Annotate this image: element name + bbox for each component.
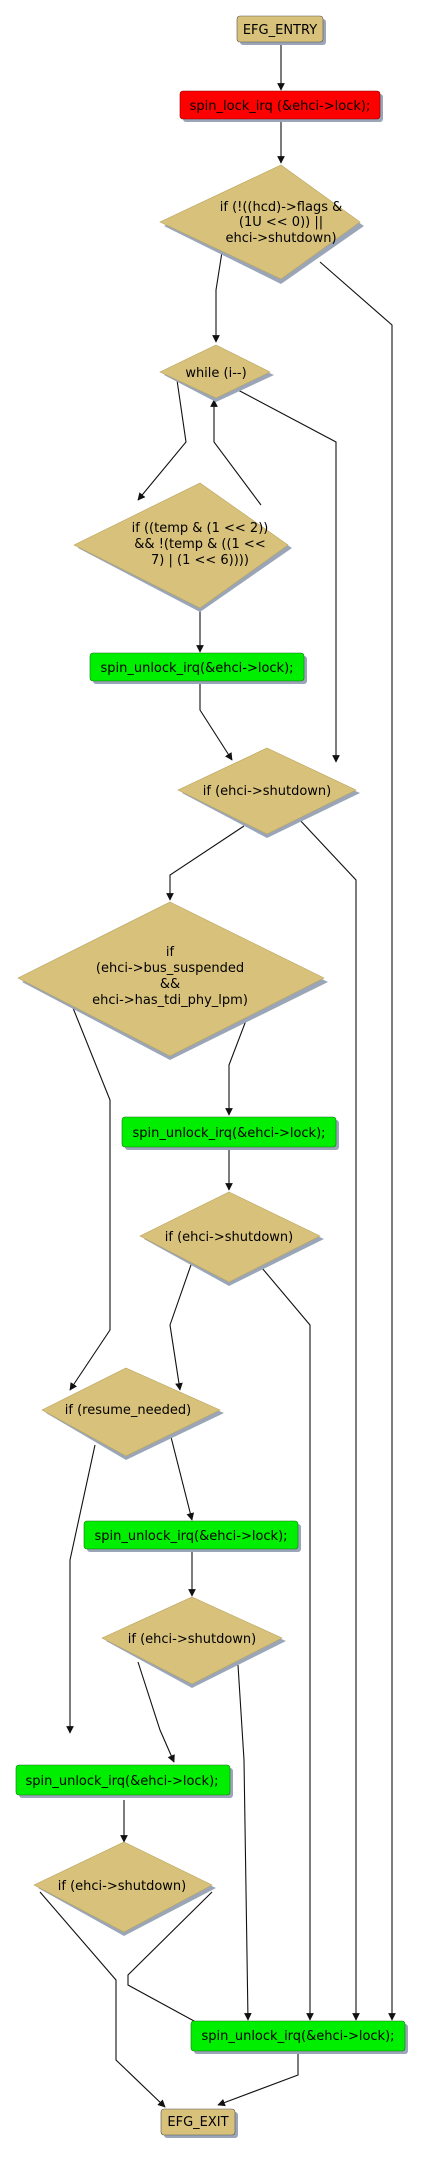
node-entry-box (236, 15, 324, 43)
node-unlock-3-label: spin_unlock_irq(&ehci->lock); (94, 1529, 287, 1544)
edge-cond-temp-to-while (210, 399, 262, 506)
node-cond-temp-line-3: 7) | (1 << 6)))) (151, 553, 249, 568)
node-resume-needed-shape (41, 1367, 221, 1457)
node-unlock-4-label: spin_unlock_irq(&ehci->lock); (25, 1774, 218, 1789)
edge-shutdown-3-to-unlock-4 (137, 1661, 175, 1763)
node-while-label: while (i--) (185, 366, 246, 381)
node-unlock-4: spin_unlock_irq(&ehci->lock); (15, 1764, 233, 1798)
edge-shutdown-2-to-unlock-final (261, 1267, 314, 2021)
node-exit-box (160, 2108, 236, 2136)
node-unlock-final-label: spin_unlock_irq(&ehci->lock); (201, 2029, 394, 2044)
node-unlock-2: spin_unlock_irq(&ehci->lock); (121, 1116, 339, 1150)
node-shutdown-3-shape (101, 1596, 283, 1685)
node-cond-temp-line-2: && !(temp & ((1 << (134, 537, 265, 552)
edge-unlock-final-to-exit (217, 2049, 299, 2107)
node-shutdown-2-label: if (ehci->shutdown) (165, 1230, 293, 1245)
edge-shutdown-1-to-cond-bus (166, 825, 245, 901)
edge-cond-bus-to-unlock-2 (225, 1009, 251, 1116)
node-cond-temp-line-1: if ((temp & (1 << 2)) (132, 521, 269, 536)
node-unlock-1-box (89, 652, 305, 682)
node-unlock-1-label: spin_unlock_irq(&ehci->lock); (100, 661, 293, 676)
node-shutdown-4-shape (33, 1841, 213, 1933)
node-cond-flags: if (!((hcd)->flags & (1U << 0)) || ehci-… (159, 164, 364, 284)
node-unlock-2-box (121, 1116, 337, 1148)
edge-resume-to-unlock-4 (66, 1444, 96, 1734)
edges (39, 44, 396, 2108)
node-shutdown-2-shape (139, 1191, 321, 1283)
node-shutdown-1: if (ehci->shutdown) (177, 747, 360, 838)
edge-while-to-cond-temp (137, 379, 187, 501)
node-exit-label: EFG_EXIT (167, 2115, 228, 2130)
edge-cond-bus-to-resume (69, 1002, 111, 1391)
edge-cond-flags-to-while (212, 251, 223, 343)
node-entry: EFG_ENTRY (236, 15, 326, 45)
node-entry-label: EFG_ENTRY (243, 23, 317, 38)
edge-resume-to-unlock-3 (170, 1436, 195, 1521)
node-cond-temp: if ((temp & (1 << 2)) && !(temp & ((1 <<… (73, 482, 292, 612)
node-shutdown-3: if (ehci->shutdown) (101, 1596, 286, 1688)
node-resume-needed: if (resume_needed) (41, 1367, 224, 1460)
node-cond-temp-shape (73, 482, 289, 609)
node-cond-bus-shape (17, 901, 325, 1057)
node-shutdown-4: if (ehci->shutdown) (33, 1841, 216, 1936)
node-unlock-4-box (15, 1764, 231, 1796)
edge-shutdown-1-to-unlock-final (297, 817, 360, 2021)
node-cond-bus: if (ehci->bus_suspended && ehci->has_tdi… (17, 901, 328, 1060)
node-unlock-3: spin_unlock_irq(&ehci->lock); (83, 1520, 301, 1552)
node-shutdown-4-label: if (ehci->shutdown) (58, 1879, 186, 1894)
node-while: while (i--) (159, 344, 274, 402)
edge-cond-flags-to-unlock-final (319, 261, 396, 2021)
node-cond-bus-line-4: ehci->has_tdi_phy_lpm) (92, 993, 248, 1008)
node-lock-box (179, 90, 381, 120)
node-unlock-final: spin_unlock_irq(&ehci->lock); (190, 2020, 408, 2054)
node-shutdown-1-shape (177, 747, 357, 835)
node-shutdown-1-label: if (ehci->shutdown) (203, 784, 331, 799)
node-cond-bus-line-3: && (160, 977, 180, 992)
node-unlock-3-box (83, 1520, 299, 1550)
node-cond-bus-line-1: if (166, 945, 175, 960)
node-shutdown-2: if (ehci->shutdown) (139, 1191, 324, 1286)
node-cond-bus-line-2: (ehci->bus_suspended (96, 961, 244, 976)
edge-shutdown-2-to-resume (169, 1261, 193, 1391)
node-resume-needed-label: if (resume_needed) (65, 1403, 191, 1418)
node-unlock-1: spin_unlock_irq(&ehci->lock); (89, 652, 307, 684)
node-exit: EFG_EXIT (160, 2108, 238, 2138)
node-lock-label: spin_lock_irq (&ehci->lock); (190, 99, 371, 114)
edge-unlock-1-to-shutdown-1 (199, 683, 233, 761)
node-shutdown-3-label: if (ehci->shutdown) (128, 1632, 256, 1647)
node-cond-flags-line-3: ehci->shutdown) (225, 231, 336, 246)
node-lock: spin_lock_irq (&ehci->lock); (179, 90, 383, 122)
node-unlock-2-label: spin_unlock_irq(&ehci->lock); (132, 1126, 325, 1141)
node-cond-flags-line-1: if (!((hcd)->flags & (220, 200, 343, 215)
edge-shutdown-4-to-unlock-final (127, 1891, 217, 2034)
node-while-shape (159, 344, 271, 399)
node-cond-flags-shape (159, 164, 361, 280)
edge-shutdown-3-to-unlock-final (237, 1664, 252, 2021)
edge-shutdown-4-to-exit (39, 1891, 166, 2108)
node-unlock-final-box (190, 2020, 406, 2052)
node-cond-flags-line-2: (1U << 0)) || (239, 215, 323, 230)
edge-while-to-shutdown-1 (237, 389, 340, 763)
